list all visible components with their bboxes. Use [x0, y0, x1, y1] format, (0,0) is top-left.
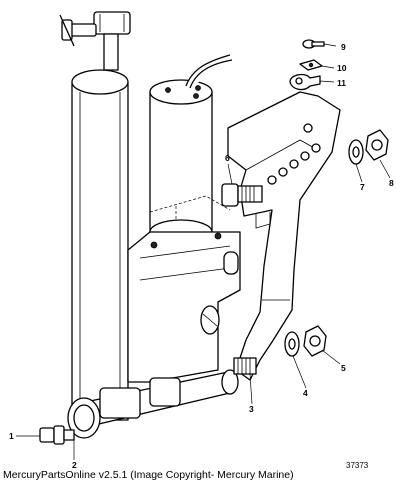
callout-10: 10 — [337, 63, 347, 73]
part-6-stud — [221, 183, 263, 207]
callout-11: 11 — [337, 78, 346, 88]
callout-9: 9 — [341, 42, 346, 52]
part-4-washer — [284, 331, 300, 357]
part-10-nut — [299, 59, 323, 71]
part-1-bolt — [39, 425, 75, 445]
callout-4: 4 — [303, 388, 308, 398]
figure-number: 37373 — [346, 461, 369, 470]
cross-tube — [67, 369, 239, 439]
callout-6: 6 — [225, 153, 230, 163]
part-11-clip — [289, 73, 321, 91]
top-fitting — [59, 11, 131, 71]
part-7-washer — [348, 139, 364, 165]
transom-bracket — [227, 91, 341, 381]
callout-2: 2 — [72, 460, 77, 470]
part-3-stud — [233, 357, 257, 375]
part-8-nut — [365, 129, 389, 161]
copyright-caption: MercuryPartsOnline v2.5.1 (Image Copyrig… — [3, 469, 294, 481]
callout-3: 3 — [249, 404, 254, 414]
pump-motor — [149, 54, 233, 245]
part-5-nut — [303, 325, 327, 357]
part-9-screw — [302, 39, 325, 49]
callout-5: 5 — [341, 363, 346, 373]
callout-8: 8 — [389, 178, 394, 188]
hydraulic-cylinder — [71, 69, 129, 421]
callout-7: 7 — [360, 182, 365, 192]
callout-1: 1 — [9, 431, 14, 441]
manifold-body — [127, 231, 241, 383]
